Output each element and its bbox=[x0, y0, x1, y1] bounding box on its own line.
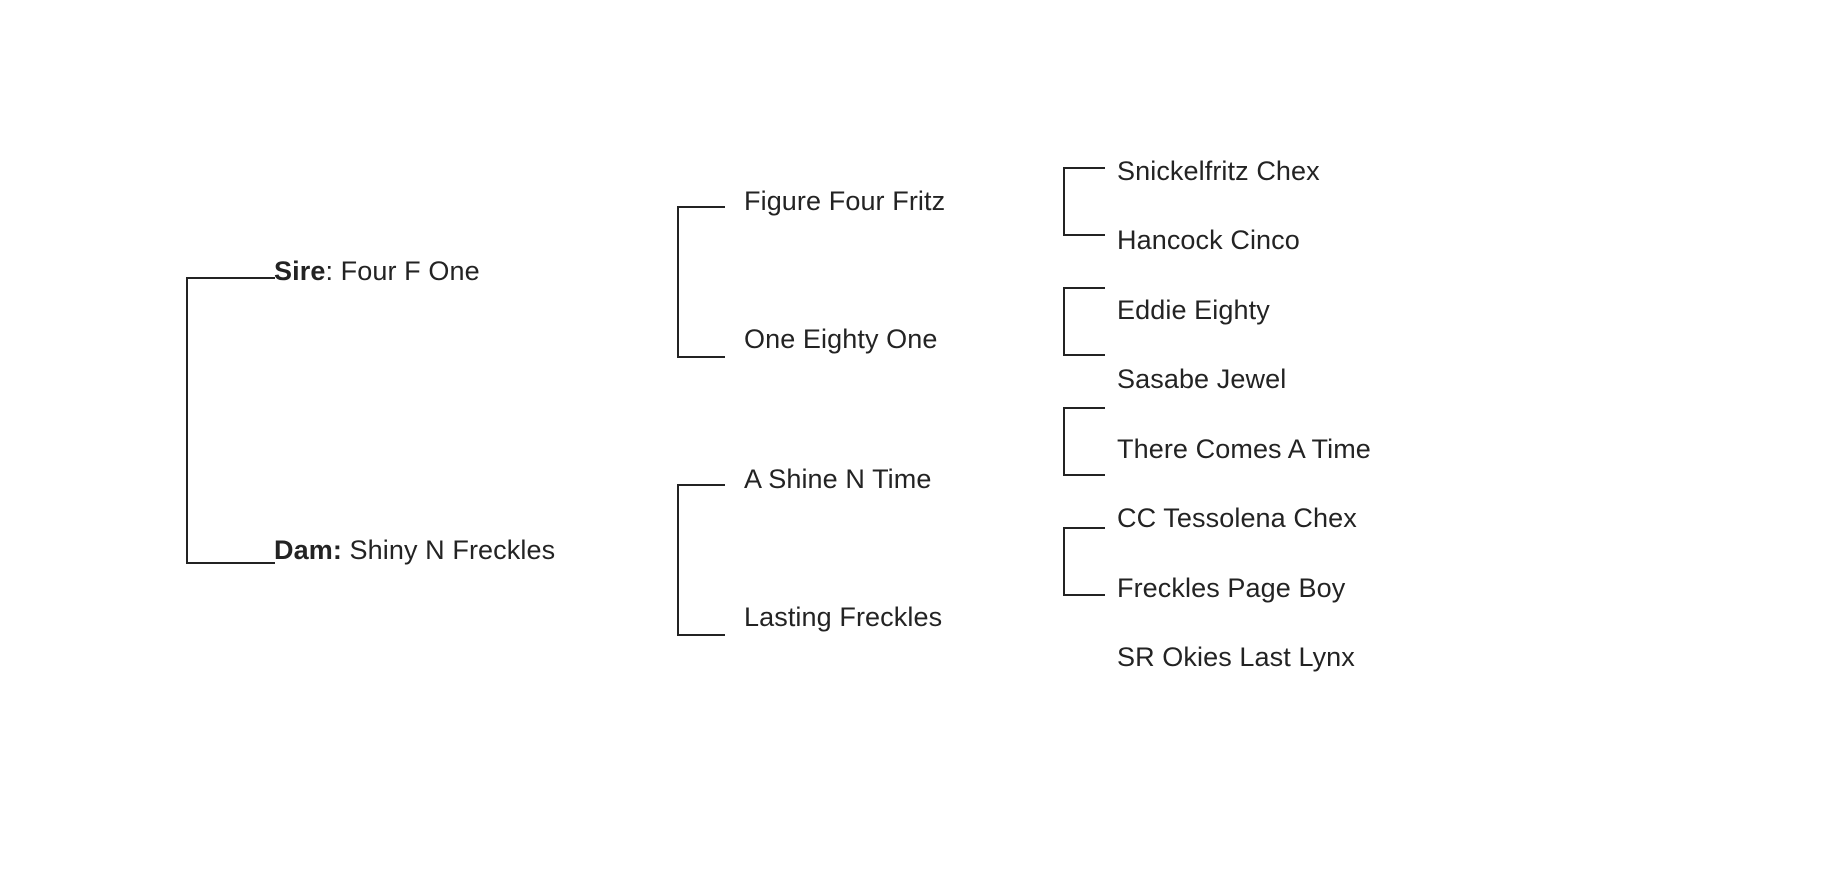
node-dam-sire-sire: There Comes A Time bbox=[1117, 434, 1371, 464]
node-sire-sire: Figure Four Fritz bbox=[744, 186, 946, 216]
sire-role-label: Sire bbox=[274, 256, 326, 286]
sire-separator: : bbox=[325, 256, 341, 286]
node-sire: Sire: Four F One bbox=[274, 258, 480, 285]
bracket-generation3-sire-sire bbox=[1063, 167, 1105, 236]
dam-separator bbox=[342, 535, 350, 565]
node-sire-sire-dam: Hancock Cinco bbox=[1117, 225, 1300, 255]
node-dam-sire-dam: CC Tessolena Chex bbox=[1117, 503, 1357, 533]
node-dam-dam-sire: Freckles Page Boy bbox=[1117, 573, 1346, 603]
bracket-generation3-sire-dam bbox=[1063, 287, 1105, 356]
bracket-generation3-dam-dam bbox=[1063, 527, 1105, 596]
node-sire-sire-sire: Snickelfritz Chex bbox=[1117, 156, 1320, 186]
node-dam-dam-dam: SR Okies Last Lynx bbox=[1117, 642, 1355, 672]
dam-name: Shiny N Freckles bbox=[349, 535, 556, 565]
node-sire-dam: One Eighty One bbox=[744, 324, 938, 354]
sire-name: Four F One bbox=[340, 256, 480, 286]
node-dam-sire: A Shine N Time bbox=[744, 464, 932, 494]
node-sire-dam-dam: Sasabe Jewel bbox=[1117, 364, 1287, 394]
dam-role-label: Dam: bbox=[274, 535, 342, 565]
node-sire-dam-sire: Eddie Eighty bbox=[1117, 295, 1270, 325]
node-dam-dam: Lasting Freckles bbox=[744, 602, 943, 632]
bracket-generation2-dam bbox=[677, 484, 725, 636]
bracket-generation3-dam-sire bbox=[1063, 407, 1105, 476]
bracket-generation1 bbox=[186, 277, 275, 564]
bracket-generation2-sire bbox=[677, 206, 725, 358]
node-dam: Dam: Shiny N Freckles bbox=[274, 537, 555, 564]
